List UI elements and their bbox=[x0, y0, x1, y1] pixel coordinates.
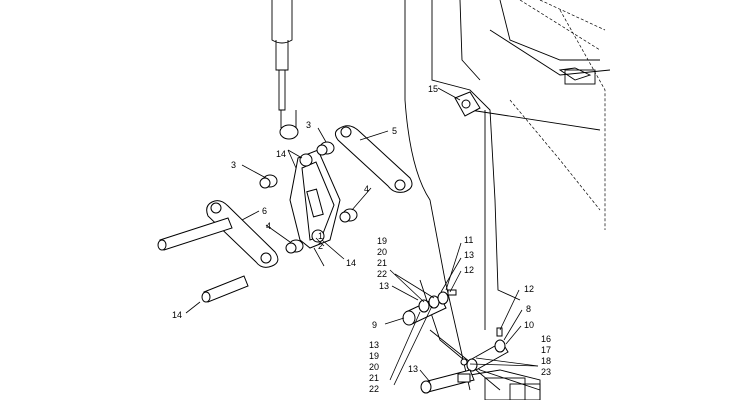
callout-20-lower: 20 bbox=[369, 362, 379, 372]
callout-19-upper: 19 bbox=[377, 236, 387, 246]
callout-6: 6 bbox=[262, 206, 267, 216]
callout-21-lower: 21 bbox=[369, 373, 379, 383]
pin-14-upper bbox=[157, 217, 233, 251]
callout-14-pin: 14 bbox=[172, 310, 182, 320]
bushing-3-left bbox=[259, 174, 278, 189]
callout-23: 23 bbox=[541, 367, 551, 377]
callout-18: 18 bbox=[541, 356, 551, 366]
callout-11: 11 bbox=[464, 235, 473, 245]
callout-14-top: 14 bbox=[276, 149, 286, 159]
link-5 bbox=[334, 125, 413, 193]
callout-4-left: 4 bbox=[266, 221, 271, 231]
cylinder-eye bbox=[279, 124, 299, 140]
pin-10-assembly bbox=[460, 327, 509, 372]
callout-13-right: 13 bbox=[464, 250, 474, 260]
bushing-4-left bbox=[285, 239, 304, 254]
callout-16: 16 bbox=[541, 334, 551, 344]
callout-3-top: 3 bbox=[306, 120, 311, 130]
callout-14-right: 14 bbox=[346, 258, 356, 268]
callout-13-upper: 13 bbox=[379, 281, 389, 291]
callout-20-upper: 20 bbox=[377, 247, 387, 257]
callout-12-upper: 12 bbox=[464, 265, 474, 275]
bushing-4-right bbox=[339, 208, 358, 223]
callout-9: 9 bbox=[372, 320, 377, 330]
pin-9-assembly bbox=[402, 289, 457, 326]
callout-13-lower-group: 13 bbox=[369, 340, 379, 350]
callout-2: 2 bbox=[318, 241, 323, 251]
callout-10: 10 bbox=[524, 320, 534, 330]
callout-21-upper: 21 bbox=[377, 258, 387, 268]
callout-17: 17 bbox=[541, 345, 551, 355]
callout-1: 1 bbox=[318, 231, 323, 241]
link-1-bracket bbox=[289, 149, 341, 249]
pin-13-lower bbox=[420, 369, 475, 394]
pin-14-lower bbox=[201, 275, 249, 303]
callout-15: 15 bbox=[428, 84, 438, 94]
callout-19-lower: 19 bbox=[369, 351, 379, 361]
bushing-3-top bbox=[316, 141, 335, 156]
callout-13-bottom: 13 bbox=[408, 364, 418, 374]
callout-3-left: 3 bbox=[231, 160, 236, 170]
callout-22-upper: 22 bbox=[377, 269, 387, 279]
callout-labels: 1 2 3 3 4 4 5 6 14 14 14 15 19 20 21 22 … bbox=[172, 84, 551, 394]
callout-22-lower: 22 bbox=[369, 384, 379, 394]
leader-lines bbox=[185, 87, 539, 386]
callout-4-right: 4 bbox=[364, 184, 369, 194]
callout-8: 8 bbox=[526, 304, 531, 314]
link-6 bbox=[206, 200, 279, 268]
callout-12-lower: 12 bbox=[524, 284, 534, 294]
callout-5: 5 bbox=[392, 126, 397, 136]
